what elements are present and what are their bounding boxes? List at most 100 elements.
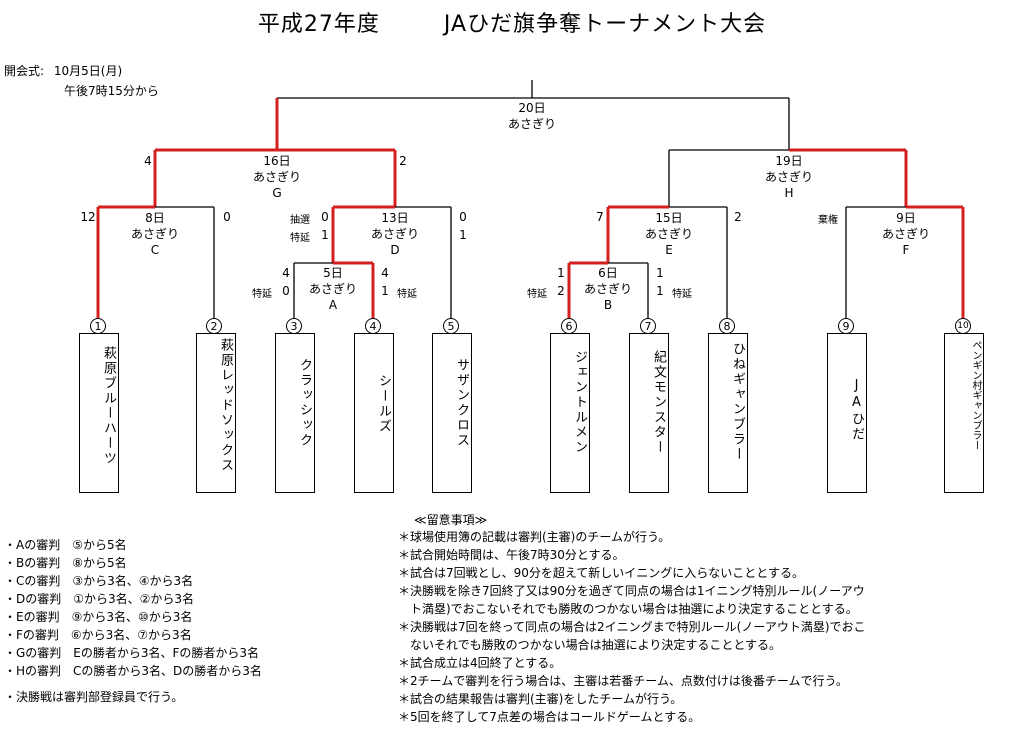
match-a-venue: あさぎり [308, 282, 357, 296]
match-a: 5日 あさぎり A [293, 265, 373, 313]
team-number: 9 [838, 318, 854, 334]
match-c: 8日 あさぎり C [115, 210, 195, 258]
match-final: 20日 あさぎり [492, 100, 572, 132]
score-a-right-b: 1 [381, 284, 389, 298]
team-box-5: サザンクロス [432, 333, 472, 493]
match-a-label: A [328, 298, 338, 312]
umpire-list: ・Aの審判 ⑤から5名 ・Bの審判 ⑧から5名 ・Cの審判 ③から3名、④から3… [4, 536, 262, 680]
match-f-venue: あさぎり [881, 227, 930, 241]
match-g-venue: あさぎり [252, 170, 301, 184]
list-item: ＊試合の結果報告は審判(主審)をしたチームが行う。 [398, 692, 683, 706]
match-h: 19日 あさぎり H [749, 153, 829, 201]
team-name: ひねギャンブラー [730, 342, 745, 462]
score-d-left-b: 1 [321, 228, 329, 242]
match-a-date: 5日 [323, 266, 343, 280]
note-f: 棄権 [818, 215, 838, 226]
team-box-8: ひねギャンブラー [708, 333, 748, 493]
list-item: ＊決勝戦を除き7回終了又は90分を過ぎて同点の場合は1イニング特別ルール(ノーア… [398, 584, 865, 598]
list-item: ・Gの審判 Eの勝者から3名、Fの勝者から3名 [4, 646, 260, 660]
note-a-left: 特延 [252, 289, 272, 300]
team-name: クラッシック [297, 358, 312, 448]
team-box-4: シールズ [354, 333, 394, 493]
list-item: ＊5回を終了して7点差の場合はコールドゲームとする。 [398, 710, 701, 724]
team-box-6: ジェントルメン [550, 333, 590, 493]
match-d: 13日 あさぎり D [355, 210, 435, 258]
team-box-7: 紀文モンスター [629, 333, 669, 493]
score-d-right-a: 0 [459, 210, 467, 224]
team-name: ジェントルメン [572, 350, 587, 455]
team-number: 6 [561, 318, 577, 334]
title-name: JAひだ旗争奪トーナメント大会 [443, 12, 767, 37]
list-item: ・Fの審判 ⑥から3名、⑦から3名 [4, 628, 192, 642]
team-number: 8 [719, 318, 735, 334]
page-title: 平成27年度 JAひだ旗争奪トーナメント大会 [0, 6, 1024, 38]
match-d-date: 13日 [381, 211, 409, 225]
list-item: ないそれでも勝敗のつかない場合は抽選により決定することとする。 [398, 638, 782, 652]
notes-title: ≪留意事項≫ [414, 513, 488, 527]
match-c-label: C [150, 243, 160, 257]
match-e: 15日 あさぎり E [629, 210, 709, 258]
match-e-venue: あさぎり [644, 227, 693, 241]
note-a-right: 特延 [397, 289, 417, 300]
match-b-date: 6日 [598, 266, 618, 280]
match-d-venue: あさぎり [370, 227, 419, 241]
team-box-10: ペンギン村ギャンブラー [944, 333, 984, 493]
team-box-2: 萩原レッドソックス [196, 333, 236, 493]
score-g-right: 2 [399, 154, 407, 168]
list-item: ＊2チームで審判を行う場合は、主審は若番チーム、点数付けは後番チームで行う。 [398, 674, 848, 688]
list-item: ・Bの審判 ⑧から5名 [4, 556, 127, 570]
match-g-label: G [272, 186, 282, 200]
team-box-9: JAひだ [827, 333, 867, 493]
match-b-label: B [603, 298, 613, 312]
title-year: 平成27年度 [257, 12, 380, 37]
score-b-left-b: 2 [557, 284, 565, 298]
notes-list: ＊球場使用簿の記載は審判(主審)のチームが行う。 ＊試合開始時間は、午後7時30… [398, 528, 866, 726]
list-item: ＊試合成立は4回終了とする。 [398, 656, 562, 670]
opening-date: 10月5日(月) [53, 64, 123, 78]
team-number: 2 [206, 318, 222, 334]
list-item: ＊決勝戦は7回を終って同点の場合は2イニングまで特別ルール(ノーアウト満塁)でお… [398, 620, 866, 634]
team-number: 5 [443, 318, 459, 334]
match-b: 6日 あさぎり B [568, 265, 648, 313]
team-name: シールズ [376, 374, 391, 434]
team-name: 萩原レッドソックス [218, 338, 233, 473]
opening-info: 開会式: 10月5日(月) [4, 62, 122, 79]
list-item: ・Cの審判 ③から3名、④から3名 [4, 574, 194, 588]
match-f-date: 9日 [896, 211, 916, 225]
match-f-label: F [902, 243, 910, 257]
score-d-left-a: 0 [321, 210, 329, 224]
match-c-venue: あさぎり [130, 227, 179, 241]
final-umpire-note: ・決勝戦は審判部登録員で行う。 [4, 690, 184, 704]
score-e-left: 7 [596, 210, 604, 224]
team-number: 10 [955, 318, 971, 334]
match-h-date: 19日 [775, 154, 803, 168]
note-b-right: 特延 [672, 289, 692, 300]
list-item: ・Hの審判 Cの勝者から3名、Dの勝者から3名 [4, 664, 262, 678]
team-name: サザンクロス [454, 358, 469, 448]
note-d-b: 特延 [290, 233, 310, 244]
match-c-date: 8日 [145, 211, 165, 225]
opening-time: 午後7時15分から [64, 84, 159, 98]
list-item: ＊球場使用簿の記載は審判(主審)のチームが行う。 [398, 530, 671, 544]
note-b-left: 特延 [527, 289, 547, 300]
match-f: 9日 あさぎり F [866, 210, 946, 258]
score-b-left-a: 1 [557, 266, 565, 280]
opening-label: 開会式: [4, 64, 45, 78]
match-d-label: D [390, 243, 400, 257]
note-d-a: 抽選 [290, 215, 310, 226]
score-b-right-a: 1 [656, 266, 664, 280]
score-e-right: 2 [734, 210, 742, 224]
match-g-date: 16日 [263, 154, 291, 168]
list-item: ・Dの審判 ①から3名、②から3名 [4, 592, 195, 606]
list-item: ト満塁)でおこないそれでも勝敗のつかない場合は抽選により決定することとする。 [398, 602, 858, 616]
score-c-left: 12 [80, 210, 96, 224]
team-number: 7 [640, 318, 656, 334]
list-item: ＊試合は7回戦とし、90分を超えて新しいイニングに入らないこととする。 [398, 566, 804, 580]
score-c-right: 0 [223, 210, 231, 224]
team-number: 1 [90, 318, 106, 334]
match-e-label: E [665, 243, 673, 257]
team-name: 紀文モンスター [651, 350, 666, 455]
list-item: ・Eの審判 ⑨から3名、⑩から3名 [4, 610, 193, 624]
team-box-1: 萩原ブルーハーツ [79, 333, 119, 493]
